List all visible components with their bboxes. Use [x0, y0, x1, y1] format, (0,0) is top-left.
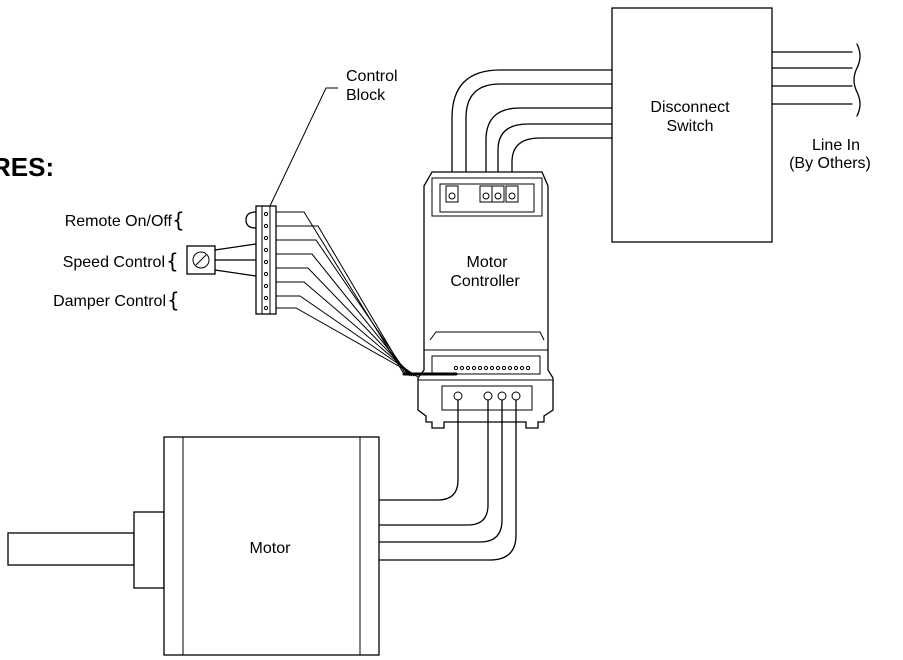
disconnect-to-controller-wires — [451, 69, 613, 187]
line-in-wires: Line In (By Others) — [771, 43, 871, 172]
control-terminal-row — [453, 365, 531, 371]
section-heading: RES: — [0, 152, 54, 182]
controller-label-line2: Controller — [450, 273, 520, 290]
speed-control-potentiometer — [186, 243, 257, 277]
controller-to-motor-wires — [379, 399, 517, 561]
damper-control-brace: { — [167, 288, 180, 312]
disconnect-label-line2: Switch — [666, 118, 713, 135]
line-in-label-line2: (By Others) — [789, 155, 871, 172]
disconnect-label-line1: Disconnect — [650, 99, 730, 116]
control-block-label-line1: Control — [346, 68, 398, 85]
motor-label: Motor — [250, 540, 292, 557]
remote-on-off-brace: { — [172, 208, 185, 232]
control-block-label-line2: Block — [346, 87, 386, 104]
speed-control-brace: { — [166, 249, 179, 273]
control-block: Control Block — [245, 68, 398, 315]
disconnect-switch: Disconnect Switch — [611, 7, 773, 243]
controller-label-line1: Motor — [467, 254, 509, 271]
damper-control-label: Damper Control — [53, 293, 166, 310]
speed-control-label: Speed Control — [63, 254, 165, 271]
motor-controller: Motor Controller — [417, 171, 554, 429]
control-wires — [276, 211, 458, 378]
remote-on-off-label: Remote On/Off — [65, 213, 173, 230]
line-in-label-line1: Line In — [812, 137, 860, 154]
motor: Motor — [7, 436, 380, 656]
